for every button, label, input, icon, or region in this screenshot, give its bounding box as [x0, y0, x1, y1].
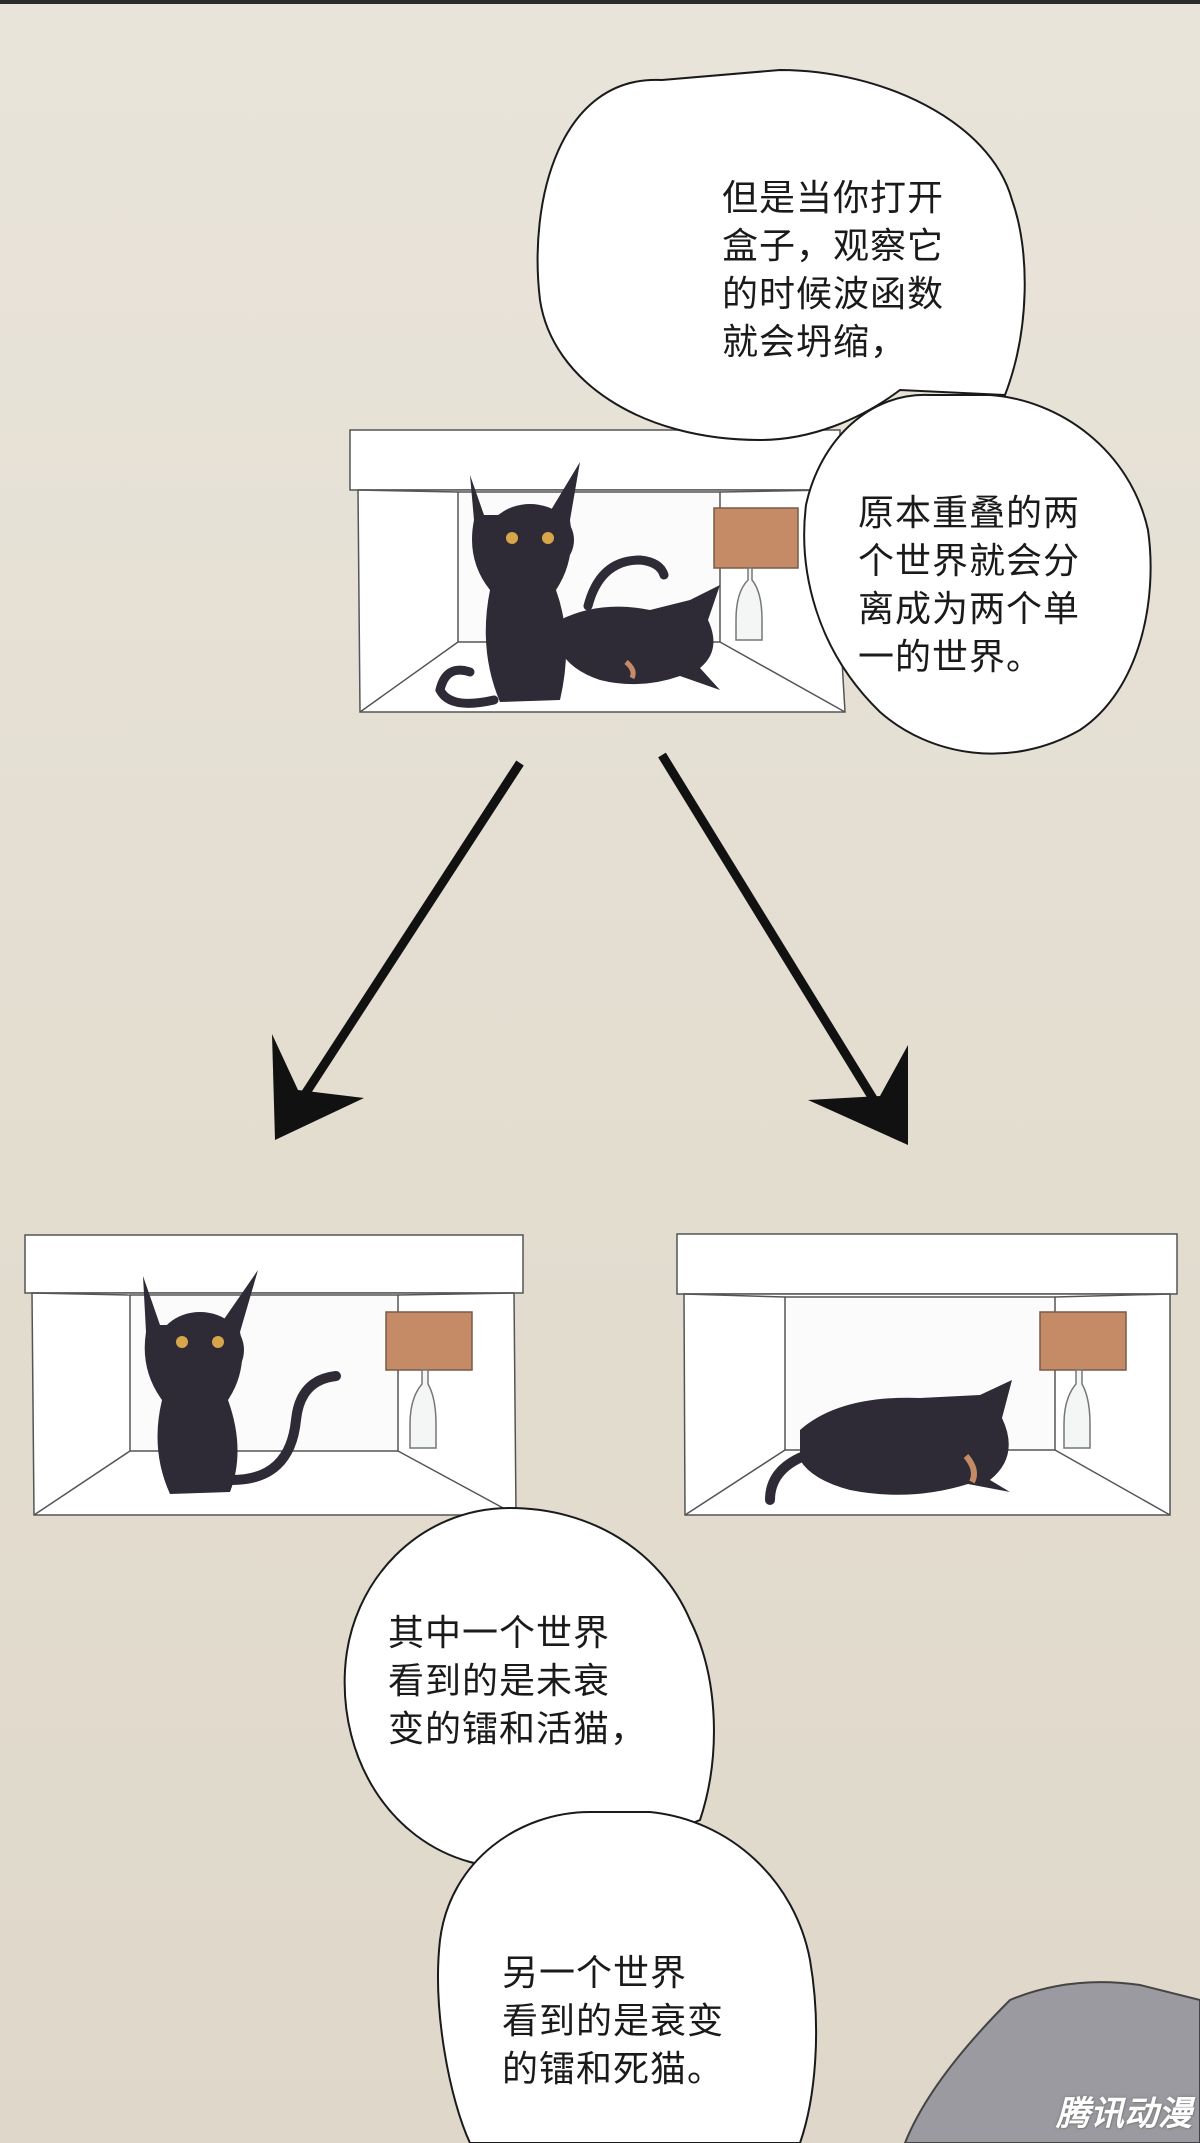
bubble-text-1: 但是当你打开 盒子，观察它 的时候波函数 就会坍缩，	[722, 178, 945, 363]
speech-bubble-1	[536, 68, 1026, 442]
cat-alive-top	[435, 462, 580, 708]
bubble-text-2: 原本重叠的两 个世界就会分 离成为两个单 一的世界。	[858, 493, 1081, 678]
radium-device-dead	[1039, 1311, 1127, 1449]
bubble-text-4: 另一个世界 看到的是衰变 的镭和死猫。	[502, 1953, 725, 2090]
cat-alive	[143, 1270, 341, 1494]
cat-dead	[765, 1380, 1012, 1505]
cat-dead-top	[560, 555, 720, 690]
arrow-right	[658, 752, 908, 1145]
speech-bubble-2	[803, 393, 1152, 755]
radium-device-alive	[385, 1311, 473, 1449]
bubble-text-3: 其中一个世界 看到的是未衰 变的镭和活猫，	[388, 1613, 648, 1750]
character-partial	[903, 1981, 1200, 2143]
radium-device-top	[713, 507, 799, 641]
speech-bubble-4	[437, 1811, 818, 2143]
top-border	[0, 0, 1200, 4]
arrow-left	[272, 760, 524, 1140]
watermark: 腾讯动漫	[1056, 2094, 1192, 2134]
